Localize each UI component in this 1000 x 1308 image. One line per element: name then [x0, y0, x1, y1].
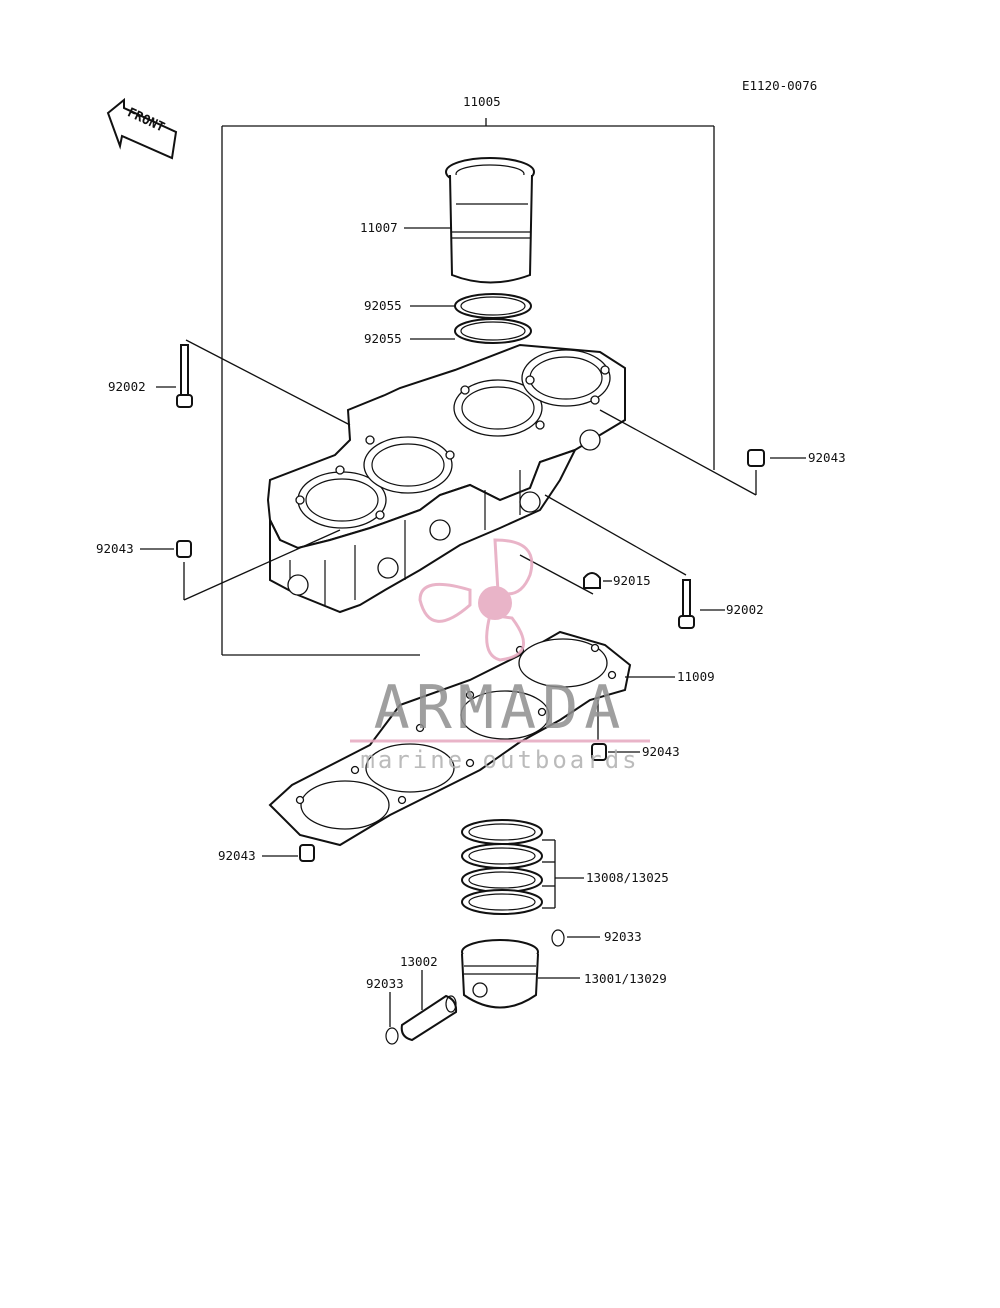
callout-dowel-gasket-right: 92043 [642, 744, 680, 759]
cap-nut [583, 572, 601, 589]
bolt-right [678, 579, 695, 629]
dowel-gasket-right [591, 743, 607, 761]
circlip-left [385, 1027, 399, 1045]
callout-circlip-left: 92033 [366, 976, 404, 991]
front-arrow-icon: FRONT [106, 97, 178, 160]
rings-bracket [542, 839, 584, 909]
callout-dowel-left: 92043 [96, 541, 134, 556]
callout-oring-upper: 92055 [364, 298, 402, 313]
piston [461, 939, 539, 1009]
callout-bolt-left: 92002 [108, 379, 146, 394]
propeller-logo-icon [418, 538, 534, 662]
watermark: ARMADA marine outboards [350, 538, 650, 774]
watermark-brand: ARMADA [374, 673, 627, 743]
piston-pin [400, 994, 458, 1042]
callout-gasket: 11009 [677, 669, 715, 684]
callout-piston: 13001/13029 [584, 971, 667, 986]
callout-cap: 92015 [613, 573, 651, 588]
dowel-left [176, 540, 192, 558]
callout-dowel-right: 92043 [808, 450, 846, 465]
callout-oring-lower: 92055 [364, 331, 402, 346]
callout-liner: 11007 [360, 220, 398, 235]
head-gasket [268, 630, 632, 847]
dowel-right [747, 449, 765, 467]
callout-dowel-gasket-left: 92043 [218, 848, 256, 863]
watermark-tagline: marine outboards [360, 746, 639, 774]
callout-bolt-right: 92002 [726, 602, 764, 617]
bolt-left [176, 344, 193, 408]
callout-rings: 13008/13025 [586, 870, 669, 885]
callout-assembly: 11005 [463, 94, 501, 109]
callout-circlip-right: 92033 [604, 929, 642, 944]
o-ring-lower [454, 318, 532, 344]
piston-rings [461, 819, 543, 915]
o-ring-upper [454, 293, 532, 319]
dowel-gasket-left [299, 844, 315, 862]
assembly-bracket [221, 118, 715, 656]
circlip-right [551, 929, 565, 947]
callout-pin: 13002 [400, 954, 438, 969]
cylinder-block [266, 343, 626, 614]
diagram-code: E1120-0076 [742, 78, 817, 93]
cylinder-liner [445, 157, 535, 284]
